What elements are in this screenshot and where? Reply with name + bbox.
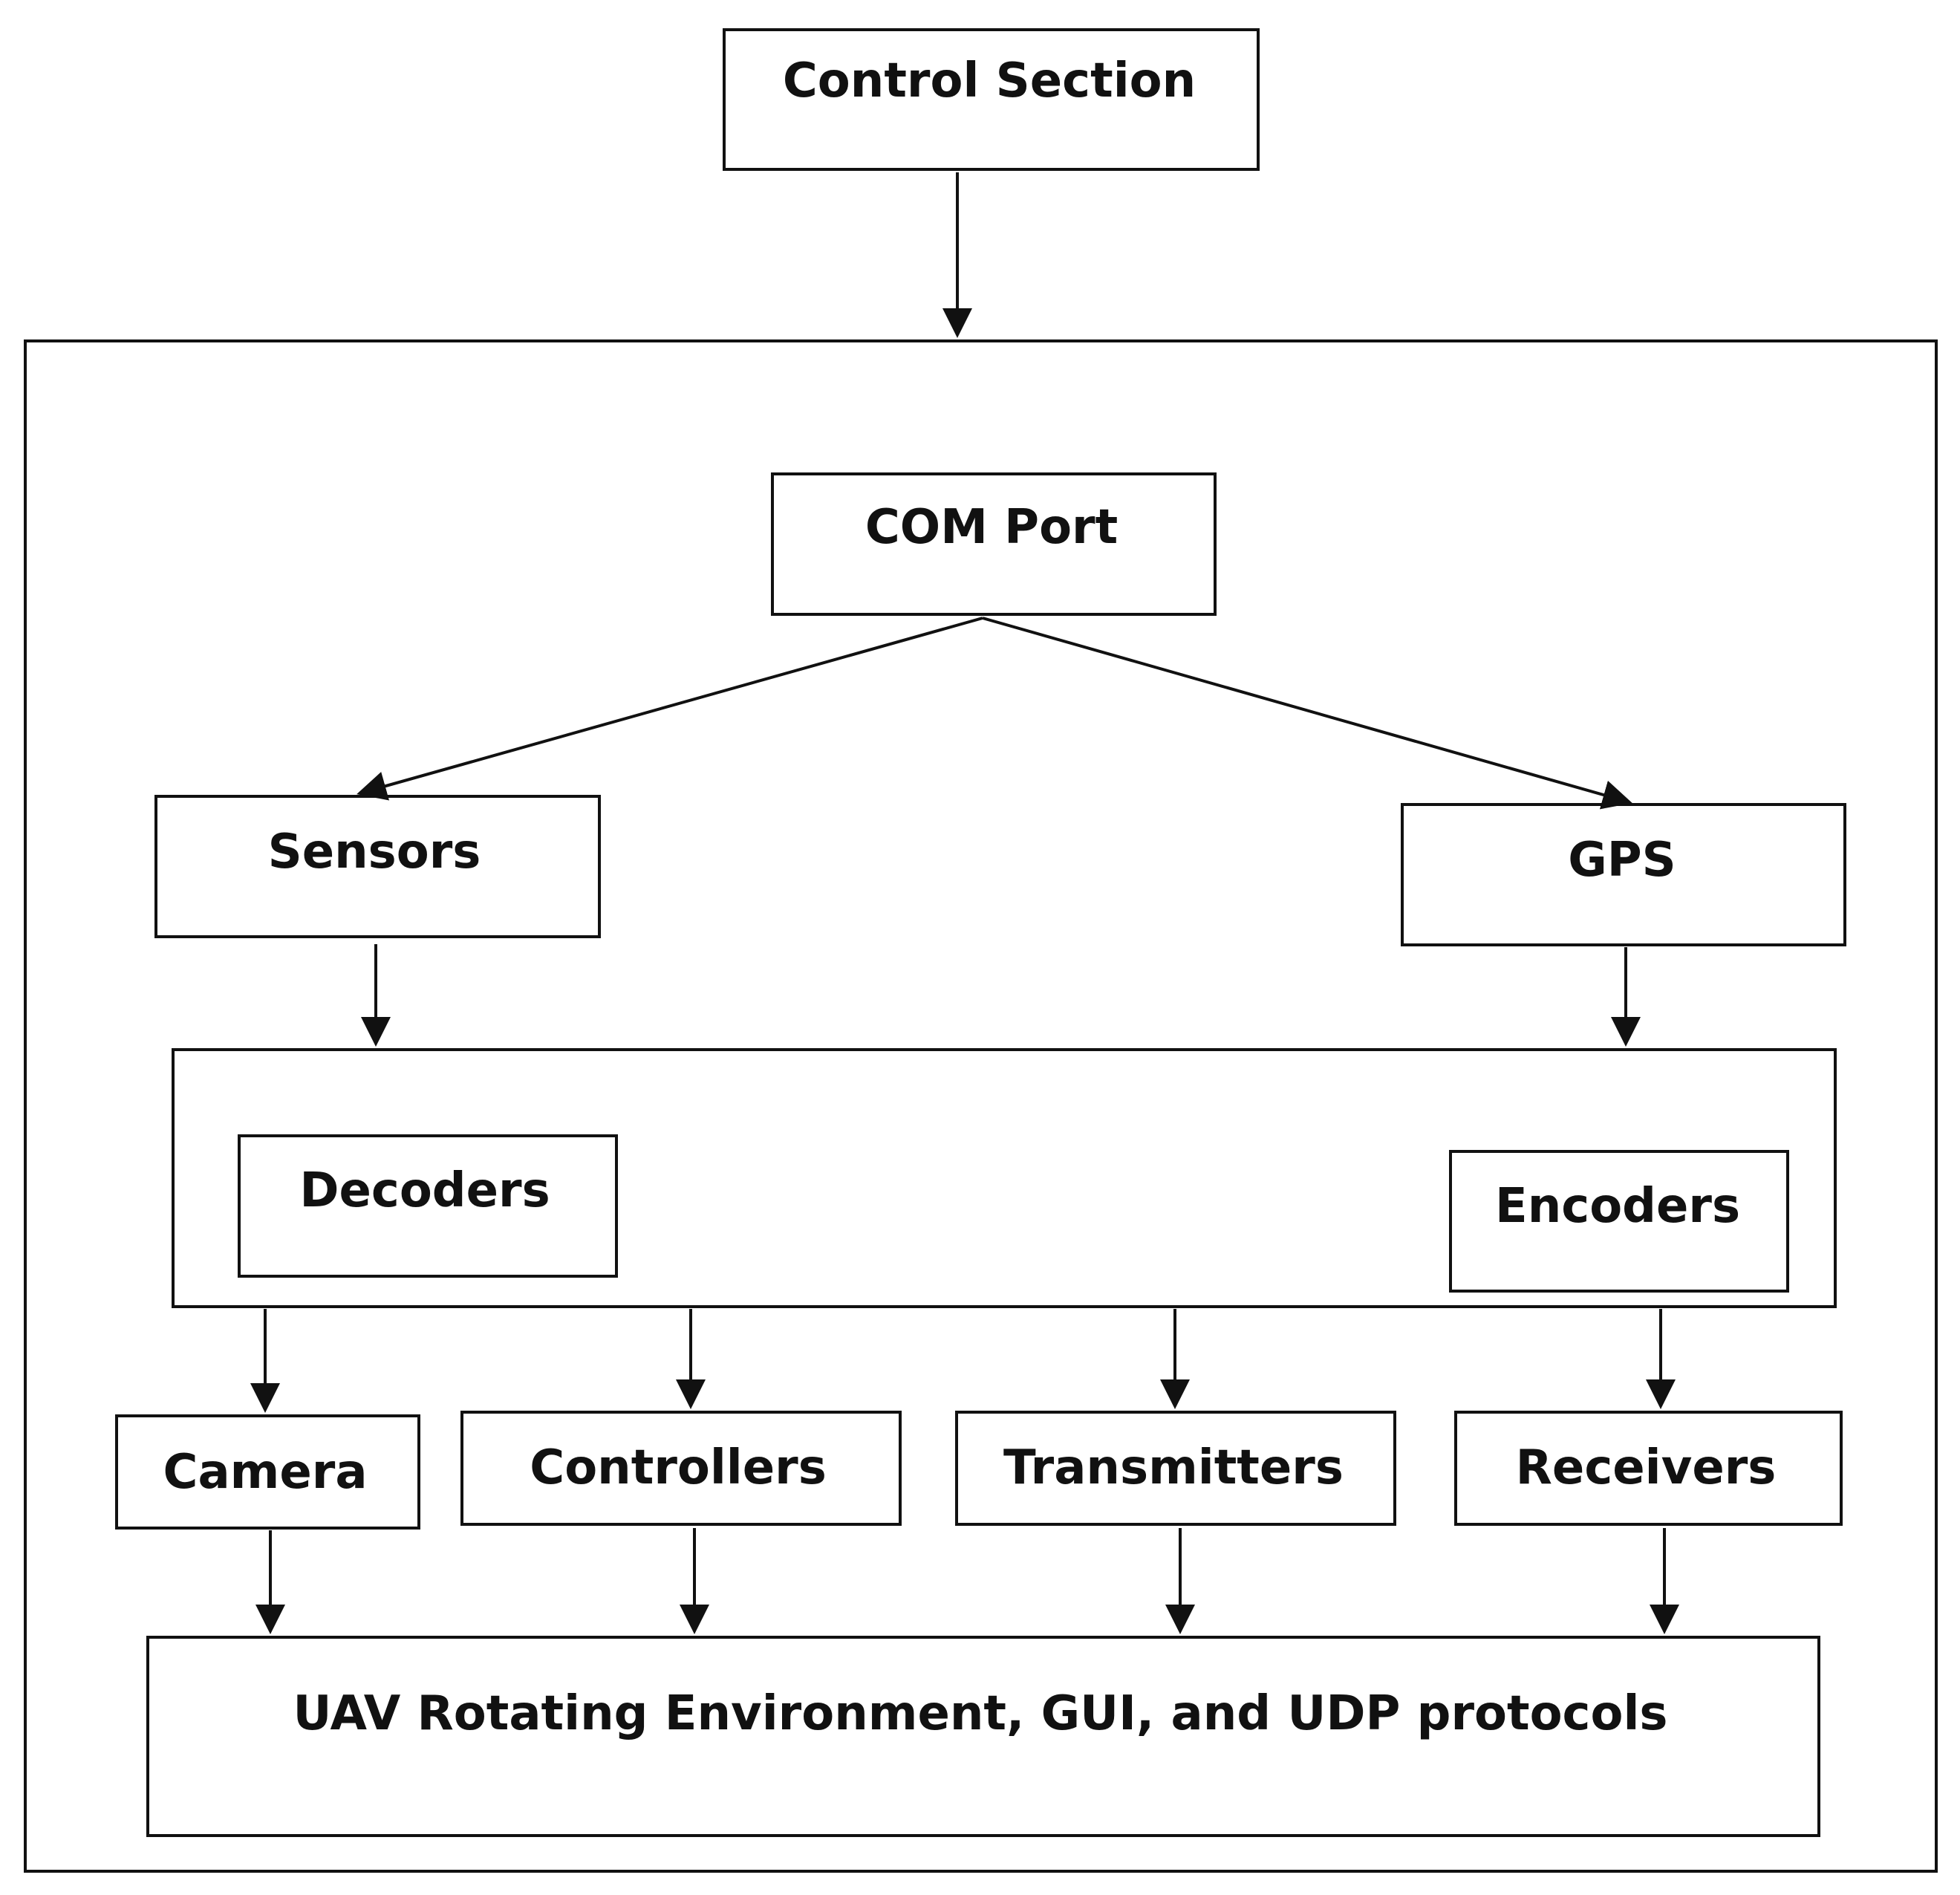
arrow-comport-to-gps — [982, 617, 1632, 810]
controllers-label: Controllers — [530, 1440, 827, 1495]
receivers-label: Receivers — [1516, 1440, 1777, 1495]
system-container-box — [24, 339, 1938, 1873]
control-section-box — [723, 28, 1260, 171]
uav-environment-label: UAV Rotating Environment, GUI, and UDP p… — [293, 1686, 1668, 1741]
codec-container-box — [172, 1048, 1837, 1308]
uav-environment-box — [146, 1636, 1820, 1837]
camera-box — [115, 1414, 420, 1530]
transmitters-label: Transmitters — [1003, 1440, 1344, 1495]
decoders-label: Decoders — [299, 1163, 550, 1218]
controllers-box — [460, 1411, 902, 1526]
camera-label: Camera — [163, 1445, 368, 1500]
arrow-comport-to-sensors — [356, 617, 983, 801]
encoders-box — [1449, 1150, 1789, 1293]
com-port-label: COM Port — [865, 500, 1118, 555]
gps-label: GPS — [1568, 833, 1676, 888]
com-port-box — [771, 472, 1217, 616]
encoders-label: Encoders — [1495, 1179, 1740, 1234]
receivers-box — [1454, 1411, 1843, 1526]
sensors-label: Sensors — [268, 825, 481, 880]
transmitters-box — [955, 1411, 1396, 1526]
control-section-label: Control Section — [783, 53, 1196, 108]
decoders-box — [238, 1134, 618, 1278]
